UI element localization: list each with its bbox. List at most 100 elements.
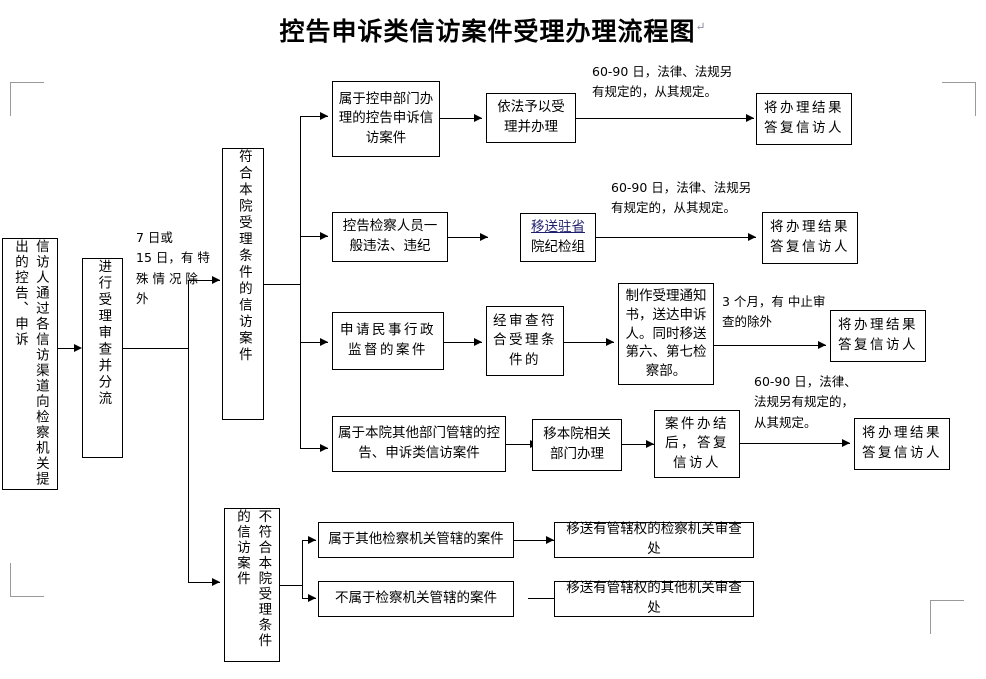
node-source-label: 信访人通过各信访渠道向检察机关提出的控告、申诉 <box>12 239 49 487</box>
edge-accepted-row1-line <box>300 116 328 117</box>
node-rejected[interactable]: 不符合本院受理条件的信访案件 <box>224 508 280 662</box>
edge-row2-case-action-arrow <box>480 232 488 241</box>
node-source[interactable]: 信访人通过各信访渠道向检察机关提出的控告、申诉 <box>2 238 58 490</box>
node-row1-result-label: 将办理结果答复信访人 <box>764 100 844 136</box>
edge-accepted-bus <box>300 116 301 448</box>
edge-accepted-row4-arrow <box>320 443 328 452</box>
edge-row3-notice-result-arrow <box>818 340 826 349</box>
node-rejected-label: 不符合本院受理条件的信访案件 <box>234 509 272 649</box>
edge-row4-action-mid-arrow <box>646 439 654 448</box>
node-row4-mid[interactable]: 案件办结后，答复信访人 <box>654 410 740 478</box>
node-row3-case[interactable]: 申请民事行政监督的案件 <box>332 312 444 370</box>
edge-row1-case-action-arrow <box>474 113 482 122</box>
label-row2-deadline-line1: 60-90 日，法律、法规另 <box>611 180 752 195</box>
corner-mark-bottom-right <box>930 600 964 634</box>
node-row2-action-line1: 移送驻省 <box>531 218 585 235</box>
edge-row4-action-mid-line <box>622 444 654 445</box>
node-row5-case[interactable]: 属于其他检察机关管辖的案件 <box>318 522 514 558</box>
edge-accepted-row1-arrow <box>320 111 328 120</box>
label-row2-deadline: 60-90 日，法律、法规另 有规定的，从其规定。 <box>611 178 841 219</box>
node-row1-case-label: 属于控申部门办理的控告申诉信访案件 <box>338 90 434 146</box>
node-row2-case[interactable]: 控告检察人员一般违法、违纪 <box>332 212 448 262</box>
label-intake-deadline-line4: 外 <box>136 290 149 306</box>
label-row3-deadline-line2: 查的除外 <box>722 314 773 330</box>
edge-accepted-row4-line <box>300 448 328 449</box>
node-row2-case-label: 控告检察人员一般违法、违纪 <box>342 218 438 254</box>
edge-row2-case-action-line <box>448 237 488 238</box>
edge-source-review-arrow <box>74 343 82 352</box>
node-review[interactable]: 进行受理审查并分流 <box>82 258 123 458</box>
corner-mark-top-left <box>10 82 44 116</box>
edge-rejected-row6-arrow <box>308 593 316 602</box>
node-review-label: 进行受理审查并分流 <box>95 259 112 408</box>
node-row2-result[interactable]: 将办理结果答复信访人 <box>762 212 858 264</box>
edge-row5-line <box>514 540 554 541</box>
node-accepted[interactable]: 符合本院受理条件的信访案件 <box>222 148 264 420</box>
node-row6-case-label: 不属于检察机关管辖的案件 <box>335 590 497 607</box>
edge-split-to-rejected-line <box>188 582 220 583</box>
corner-mark-top-right <box>942 82 976 116</box>
node-row4-result[interactable]: 将办理结果答复信访人 <box>854 418 950 470</box>
edge-row6-line <box>528 598 562 599</box>
node-row2-action[interactable]: 移送驻省 院纪检组 <box>520 213 596 262</box>
edge-row1-case-action-line <box>440 118 482 119</box>
label-intake-deadline-line1: 7 日或 <box>136 230 173 245</box>
edge-accepted-row3-arrow <box>320 337 328 346</box>
label-row1-deadline-line1: 60-90 日，法律、法规另 <box>592 64 733 79</box>
edge-accepted-row3-line <box>300 342 328 343</box>
label-row3-deadline-line1: 3 个月，有 中止审 <box>722 294 826 309</box>
edge-accepted-row2-line <box>300 236 328 237</box>
node-row2-action-line2: 院纪检组 <box>531 238 585 255</box>
edge-accepted-trunk <box>264 284 300 285</box>
node-row4-case-label: 属于本院其他部门管辖的控告、申诉类信访案件 <box>338 425 500 461</box>
node-row3-check-label: 经审查符合受理条件的 <box>493 312 557 368</box>
edge-row4-case-action-line <box>506 444 538 445</box>
corner-mark-bottom-left <box>10 563 44 597</box>
edge-source-review-line <box>58 348 80 349</box>
edge-rejected-trunk <box>280 585 302 586</box>
edge-row4-mid-result-line <box>740 443 850 444</box>
edge-row1-action-result-arrow <box>746 113 754 122</box>
node-row3-result[interactable]: 将办理结果答复信访人 <box>830 310 926 362</box>
edge-row2-action-result-arrow <box>748 232 756 241</box>
label-intake-deadline-line2: 15 日，有 特 <box>136 250 210 266</box>
edge-rejected-row5-arrow <box>308 535 316 544</box>
label-row4-deadline-line2: 法规另有规定的， <box>754 394 855 410</box>
node-row6-case[interactable]: 不属于检察机关管辖的案件 <box>318 581 514 617</box>
edge-review-split-line <box>123 348 188 349</box>
node-row5-action[interactable]: 移送有管辖权的检察机关审查处 <box>554 521 754 558</box>
edge-accepted-row2-arrow <box>320 231 328 240</box>
label-row4-deadline-line1: 60-90 日，法律、 <box>754 374 857 389</box>
node-row6-action[interactable]: 移送有管辖权的其他机关审查处 <box>554 580 754 617</box>
node-row4-case[interactable]: 属于本院其他部门管辖的控告、申诉类信访案件 <box>332 416 506 472</box>
node-row2-action-label: 移送驻省 院纪检组 <box>526 216 590 259</box>
node-row1-action[interactable]: 依法予以受理并办理 <box>486 93 576 143</box>
page-title-text: 控告申诉类信访案件受理办理流程图 <box>279 17 696 46</box>
node-row3-check[interactable]: 经审查符合受理条件的 <box>486 306 564 376</box>
node-row4-mid-label: 案件办结后，答复信访人 <box>665 415 729 471</box>
edge-split-vertical <box>188 280 189 582</box>
node-row1-action-label: 依法予以受理并办理 <box>497 99 565 135</box>
node-row4-action[interactable]: 移本院相关部门办理 <box>532 419 622 471</box>
edge-split-to-rejected-arrow <box>212 577 220 586</box>
node-row3-case-label: 申请民事行政监督的案件 <box>340 322 436 358</box>
node-row3-notice-label: 制作受理通知书，送达申诉人。同时移送第六、第七检察部。 <box>625 287 707 380</box>
node-row5-case-label: 属于其他检察机关管辖的案件 <box>328 531 504 548</box>
node-row4-action-label: 移本院相关部门办理 <box>543 426 611 462</box>
node-row2-result-label: 将办理结果答复信访人 <box>770 219 850 255</box>
node-row3-result-label: 将办理结果答复信访人 <box>838 317 918 353</box>
label-row1-deadline: 60-90 日，法律、法规另 有规定的，从其规定。 <box>592 62 812 103</box>
node-row6-action-label: 移送有管辖权的其他机关审查处 <box>566 580 742 616</box>
edge-split-to-accepted-arrow <box>212 275 220 284</box>
edge-split-to-accepted-line <box>188 280 220 281</box>
label-row1-deadline-line2: 有规定的，从其规定。 <box>592 84 718 100</box>
edge-rejected-bus <box>302 540 303 598</box>
node-row4-result-label: 将办理结果答复信访人 <box>862 425 942 461</box>
node-row3-notice[interactable]: 制作受理通知书，送达申诉人。同时移送第六、第七检察部。 <box>618 283 714 385</box>
paragraph-mark: ↵ <box>695 19 707 34</box>
node-row5-action-label: 移送有管辖权的检察机关审查处 <box>566 521 742 557</box>
node-accepted-label: 符合本院受理条件的信访案件 <box>235 149 252 364</box>
node-row1-case[interactable]: 属于控申部门办理的控告申诉信访案件 <box>332 81 440 157</box>
node-row1-result[interactable]: 将办理结果答复信访人 <box>756 93 852 145</box>
